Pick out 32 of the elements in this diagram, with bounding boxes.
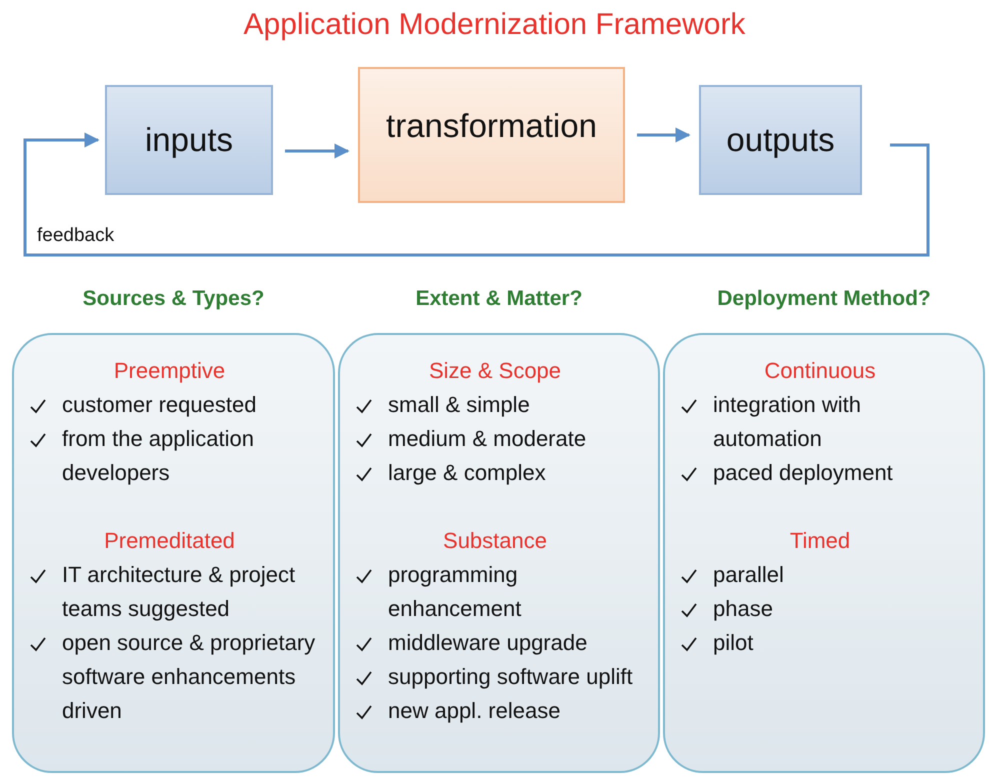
box-label: outputs [726, 121, 835, 159]
panel-heading: Sources & Types? [82, 287, 266, 311]
list-item: customer requested [62, 391, 258, 419]
section-heading: Continuous [764, 357, 876, 385]
diagram-title: Application Modernization Framework [242, 8, 746, 42]
section-heading: Timed [790, 527, 850, 555]
process-box [358, 67, 625, 203]
process-box [699, 85, 862, 195]
list-item: from the application developers [62, 425, 255, 487]
section-heading: Substance [443, 527, 547, 555]
arrow [637, 128, 690, 142]
list-item: open source & proprietary software enhancements driven [62, 629, 316, 725]
list-item: phase [713, 595, 774, 623]
list-item: middleware upgrade [388, 629, 588, 657]
section-heading: Premeditated [104, 527, 235, 555]
section-heading: Preemptive [114, 357, 226, 385]
list-item: parallel [713, 561, 785, 589]
panel-heading: Deployment Method? [716, 287, 932, 311]
list-item: small & simple [388, 391, 531, 419]
list-item: paced deployment [713, 459, 894, 487]
box-label: transformation [386, 107, 597, 145]
list-item: medium & moderate [388, 425, 588, 453]
list-item: new appl. release [388, 697, 562, 725]
list-item: supporting software uplift [388, 663, 634, 691]
box-label: inputs [144, 121, 234, 159]
list-item: pilot [713, 629, 754, 657]
list-item: large & complex [388, 459, 547, 487]
section-heading: Size & Scope [428, 357, 562, 385]
panel-heading: Extent & Matter? [414, 287, 584, 311]
process-box [105, 85, 273, 195]
arrow [24, 132, 930, 256]
arrow [285, 144, 350, 158]
